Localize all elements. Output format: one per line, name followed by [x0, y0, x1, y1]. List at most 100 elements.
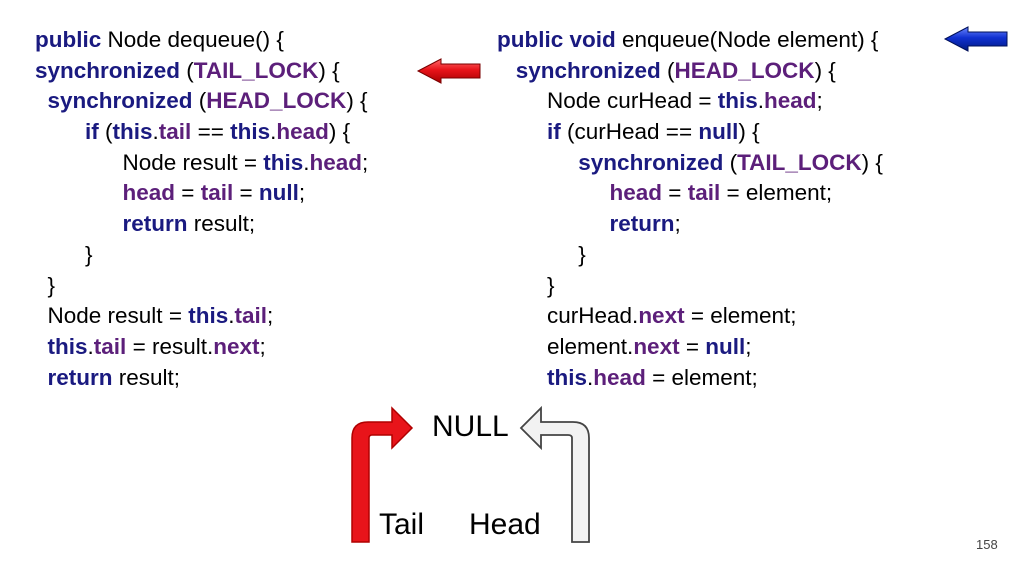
- code-identifier: head: [122, 180, 176, 206]
- code-line: }: [35, 271, 368, 302]
- code-line: if (curHead == null) {: [497, 117, 883, 148]
- code-line: return result;: [35, 363, 368, 394]
- code-line: head = tail = null;: [35, 178, 368, 209]
- code-text: ) {: [318, 57, 340, 83]
- code-line: public void enqueue(Node element) {: [497, 25, 883, 56]
- code-identifier: head: [276, 119, 329, 145]
- code-line: this.tail = result.next;: [35, 332, 368, 363]
- code-text: ;: [362, 149, 369, 175]
- blue-pointer-arrow-icon: [943, 26, 1008, 52]
- code-identifier: head: [609, 180, 663, 206]
- code-text: = element;: [720, 180, 833, 206]
- code-keyword: if: [547, 119, 561, 145]
- dequeue-code-block: public Node dequeue() {synchronized (TAI…: [35, 25, 368, 393]
- code-text: ==: [191, 119, 231, 145]
- code-identifier: next: [633, 333, 680, 359]
- code-text: result;: [187, 211, 256, 237]
- code-text: Node dequeue() {: [101, 27, 284, 52]
- code-text: (: [98, 119, 113, 145]
- code-text: curHead.: [497, 303, 639, 329]
- code-identifier: head: [764, 88, 817, 114]
- code-keyword: null: [258, 180, 299, 206]
- code-identifier: HEAD_LOCK: [206, 88, 347, 114]
- code-line: Node result = this.tail;: [35, 301, 368, 332]
- code-line: this.head = element;: [497, 363, 883, 394]
- code-keyword: synchronized: [47, 88, 193, 114]
- code-line: }: [497, 240, 883, 271]
- code-line: synchronized (HEAD_LOCK) {: [497, 56, 883, 87]
- code-keyword: public: [35, 27, 102, 52]
- code-line: Node result = this.head;: [35, 148, 369, 179]
- code-keyword: this: [230, 119, 271, 145]
- code-identifier: TAIL_LOCK: [737, 149, 862, 175]
- code-text: ;: [816, 88, 823, 114]
- code-identifier: tail: [687, 180, 721, 206]
- code-text: Node curHead =: [497, 88, 718, 114]
- code-keyword: this: [188, 303, 229, 329]
- code-text: = element;: [684, 303, 797, 329]
- code-text: = element;: [645, 364, 758, 390]
- code-text: ) {: [328, 119, 351, 145]
- code-keyword: if: [85, 119, 99, 145]
- code-text: .: [587, 364, 594, 390]
- code-identifier: tail: [200, 180, 234, 206]
- code-identifier: tail: [93, 333, 127, 359]
- code-text: ;: [267, 303, 274, 329]
- tail-label: Tail: [379, 508, 425, 541]
- page-number: 158: [976, 537, 998, 552]
- code-keyword: synchronized: [515, 57, 661, 83]
- code-keyword: synchronized: [35, 57, 181, 83]
- code-line: Node curHead = this.head;: [497, 86, 883, 117]
- code-text: }: [497, 272, 555, 298]
- code-identifier: head: [593, 364, 646, 390]
- code-line: synchronized (TAIL_LOCK) {: [497, 148, 883, 179]
- code-keyword: this: [717, 88, 758, 114]
- code-text: =: [679, 333, 706, 359]
- code-text: (: [660, 57, 675, 83]
- code-text: }: [35, 241, 93, 267]
- code-keyword: synchronized: [578, 149, 724, 175]
- code-keyword: this: [263, 149, 304, 175]
- code-text: ;: [745, 333, 752, 359]
- code-line: curHead.next = element;: [497, 301, 883, 332]
- code-text: .: [152, 119, 159, 145]
- code-identifier: tail: [158, 119, 192, 145]
- code-identifier: HEAD_LOCK: [674, 57, 815, 83]
- code-identifier: TAIL_LOCK: [193, 57, 319, 83]
- code-identifier: tail: [234, 303, 268, 329]
- code-text: =: [233, 180, 259, 206]
- code-line: synchronized (TAIL_LOCK) {: [35, 56, 368, 87]
- code-identifier: next: [638, 303, 685, 329]
- code-text: }: [35, 272, 56, 298]
- code-keyword: this: [112, 119, 153, 145]
- null-label: NULL: [432, 410, 509, 443]
- code-text: =: [662, 180, 688, 206]
- code-identifier: next: [213, 333, 260, 359]
- enqueue-code-block: public void enqueue(Node element) { sync…: [497, 25, 883, 393]
- code-line: return;: [497, 209, 883, 240]
- code-identifier: head: [309, 149, 363, 175]
- code-keyword: return: [122, 211, 188, 237]
- code-text: .: [87, 333, 94, 359]
- code-text: }: [497, 241, 586, 267]
- code-line: return result;: [35, 209, 368, 240]
- code-text: .: [228, 303, 235, 329]
- code-keyword: this: [47, 333, 88, 359]
- code-text: .: [757, 88, 765, 114]
- code-text: ) {: [814, 57, 836, 83]
- code-line: }: [497, 271, 883, 302]
- code-line: public Node dequeue() {: [35, 25, 368, 56]
- code-text: ) {: [861, 149, 883, 175]
- code-line: head = tail = element;: [497, 178, 883, 209]
- code-text: .: [270, 119, 277, 145]
- code-text: element.: [497, 333, 634, 359]
- code-text: Node result =: [35, 149, 264, 175]
- code-keyword: return: [47, 364, 113, 390]
- code-keyword: return: [609, 211, 675, 237]
- code-line: element.next = null;: [497, 332, 883, 363]
- code-line: if (this.tail == this.head) {: [35, 117, 368, 148]
- code-keyword: null: [705, 333, 746, 359]
- code-text: (: [180, 57, 194, 83]
